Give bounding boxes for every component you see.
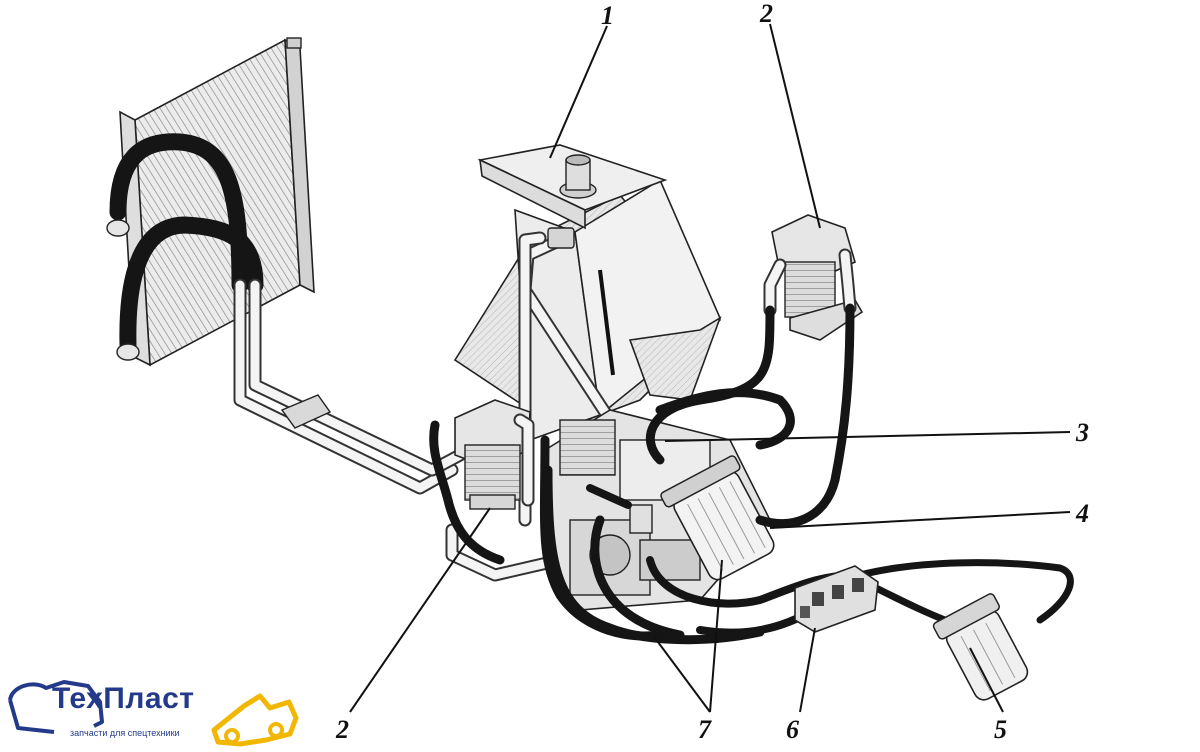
callout-7: 7: [698, 715, 712, 744]
callout-3: 3: [1075, 418, 1089, 447]
leader-7a: [654, 637, 711, 713]
callout-5: 5: [994, 715, 1007, 744]
leader-lines: [349, 23, 1071, 713]
callout-2-top: 2: [759, 0, 773, 28]
excavator-outline-icon: [8, 680, 104, 734]
radiator-corrugated-hoses: [106, 133, 264, 361]
valve-block-right: [763, 214, 864, 341]
callout-1: 1: [601, 1, 614, 30]
hydraulic-filter: [660, 455, 775, 581]
loader-bucket-icon: [211, 693, 299, 747]
logo-name: ТехПласт: [52, 682, 195, 715]
oil-cooler-radiator: [119, 37, 315, 367]
leader-3: [664, 431, 1071, 442]
radiator-steel-pipes: [233, 278, 567, 582]
texplast-logo: [8, 680, 299, 747]
leader-6: [799, 627, 816, 713]
high-pressure-hoses: [429, 303, 1074, 645]
leader-4: [769, 511, 1071, 529]
distributor-block: [794, 565, 879, 633]
leader-7b: [709, 559, 723, 713]
leader-2-bottom: [349, 507, 491, 713]
leader-2-top: [769, 23, 821, 229]
callout-4: 4: [1075, 499, 1089, 528]
return-filter: [932, 593, 1029, 701]
leader-1: [549, 25, 608, 159]
callout-6: 6: [786, 715, 799, 744]
callout-2-bottom: 2: [335, 715, 349, 744]
leader-5: [969, 647, 1004, 713]
valve-block-left: [454, 399, 535, 510]
logo-tagline: запчасти для спецтехники: [70, 728, 180, 738]
